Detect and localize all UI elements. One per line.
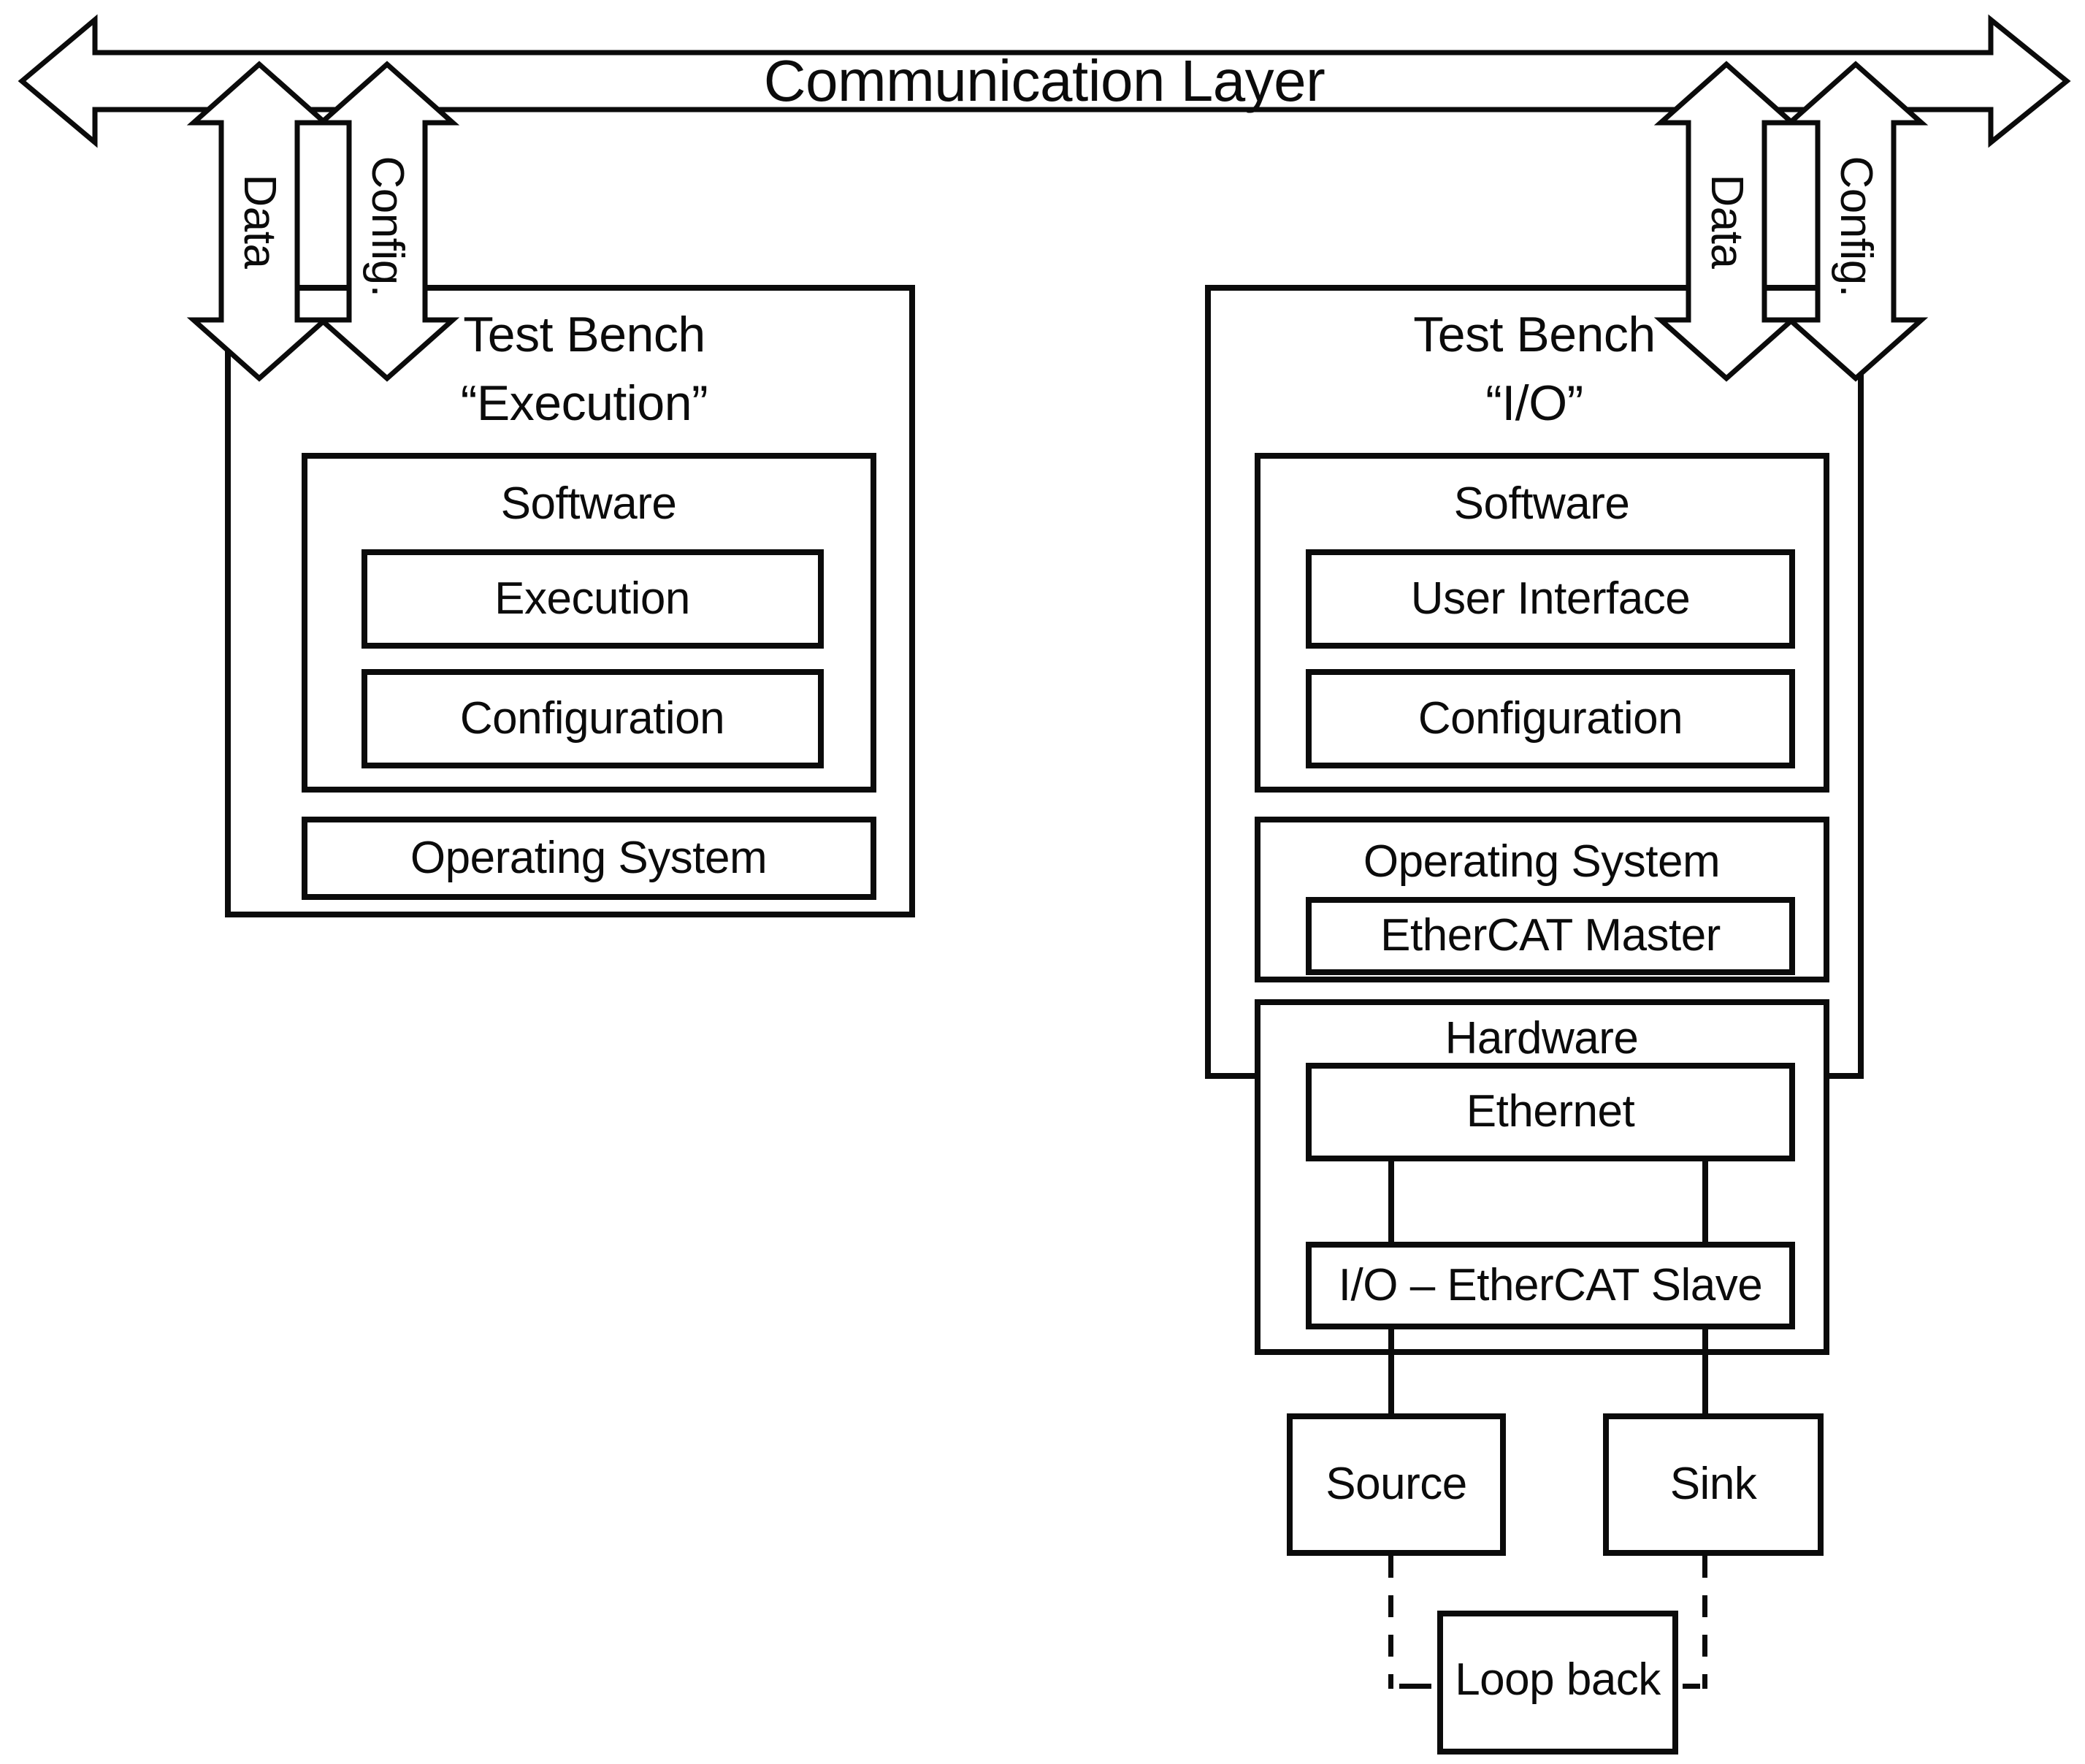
io-ethercat-master-box bbox=[1306, 897, 1795, 975]
execution-software-label: Software bbox=[500, 478, 677, 529]
execution-configuration-label: Configuration bbox=[459, 692, 725, 744]
loopback-dash-left bbox=[1399, 1684, 1431, 1689]
loopback-box bbox=[1437, 1611, 1678, 1755]
ethernet-slave-connector-left bbox=[1388, 1161, 1394, 1242]
execution-module-box bbox=[361, 549, 824, 649]
source-box bbox=[1287, 1413, 1506, 1556]
source-label: Source bbox=[1325, 1458, 1467, 1509]
sink-box bbox=[1603, 1413, 1824, 1556]
io-software-label: Software bbox=[1453, 478, 1630, 529]
execution-configuration-box bbox=[361, 669, 824, 768]
config-arrow-right-label: Config. bbox=[1831, 156, 1882, 297]
data-arrow-right-label: Data bbox=[1702, 174, 1753, 269]
io-user-interface-box bbox=[1306, 549, 1795, 649]
io-ethernet-box bbox=[1306, 1063, 1795, 1161]
io-ethercat-master-label: EtherCAT Master bbox=[1380, 909, 1721, 961]
ethernet-slave-connector-right bbox=[1702, 1161, 1708, 1242]
io-hardware-label: Hardware bbox=[1445, 1012, 1639, 1064]
io-os-label: Operating System bbox=[1363, 836, 1721, 887]
communication-layer-label: Communication Layer bbox=[763, 48, 1325, 113]
io-configuration-label: Configuration bbox=[1418, 692, 1683, 744]
execution-os-box bbox=[302, 817, 876, 900]
data-arrow-left-label: Data bbox=[234, 174, 286, 269]
config-arrow-left-label: Config. bbox=[362, 156, 413, 297]
sink-label: Sink bbox=[1669, 1458, 1757, 1509]
execution-module-label: Execution bbox=[494, 573, 690, 624]
io-bench-title: Test Bench bbox=[1413, 306, 1656, 362]
slave-sink-connector bbox=[1702, 1329, 1708, 1413]
execution-bench-subtitle: “Execution” bbox=[460, 375, 708, 431]
io-ethercat-slave-box bbox=[1306, 1242, 1795, 1329]
slave-source-connector bbox=[1388, 1329, 1394, 1413]
execution-os-label: Operating System bbox=[410, 832, 768, 883]
io-ethercat-slave-label: I/O – EtherCAT Slave bbox=[1338, 1259, 1763, 1310]
loopback-dash-right bbox=[1683, 1684, 1700, 1689]
io-bench-subtitle: “I/O” bbox=[1485, 375, 1583, 431]
sink-loopback-dashed-line bbox=[1702, 1556, 1707, 1689]
execution-bench-title: Test Bench bbox=[463, 306, 705, 362]
io-user-interface-label: User Interface bbox=[1410, 573, 1691, 624]
io-ethernet-label: Ethernet bbox=[1466, 1085, 1635, 1137]
io-configuration-box bbox=[1306, 669, 1795, 768]
loopback-label: Loop back bbox=[1455, 1654, 1661, 1705]
source-loopback-dashed-line bbox=[1388, 1556, 1393, 1689]
